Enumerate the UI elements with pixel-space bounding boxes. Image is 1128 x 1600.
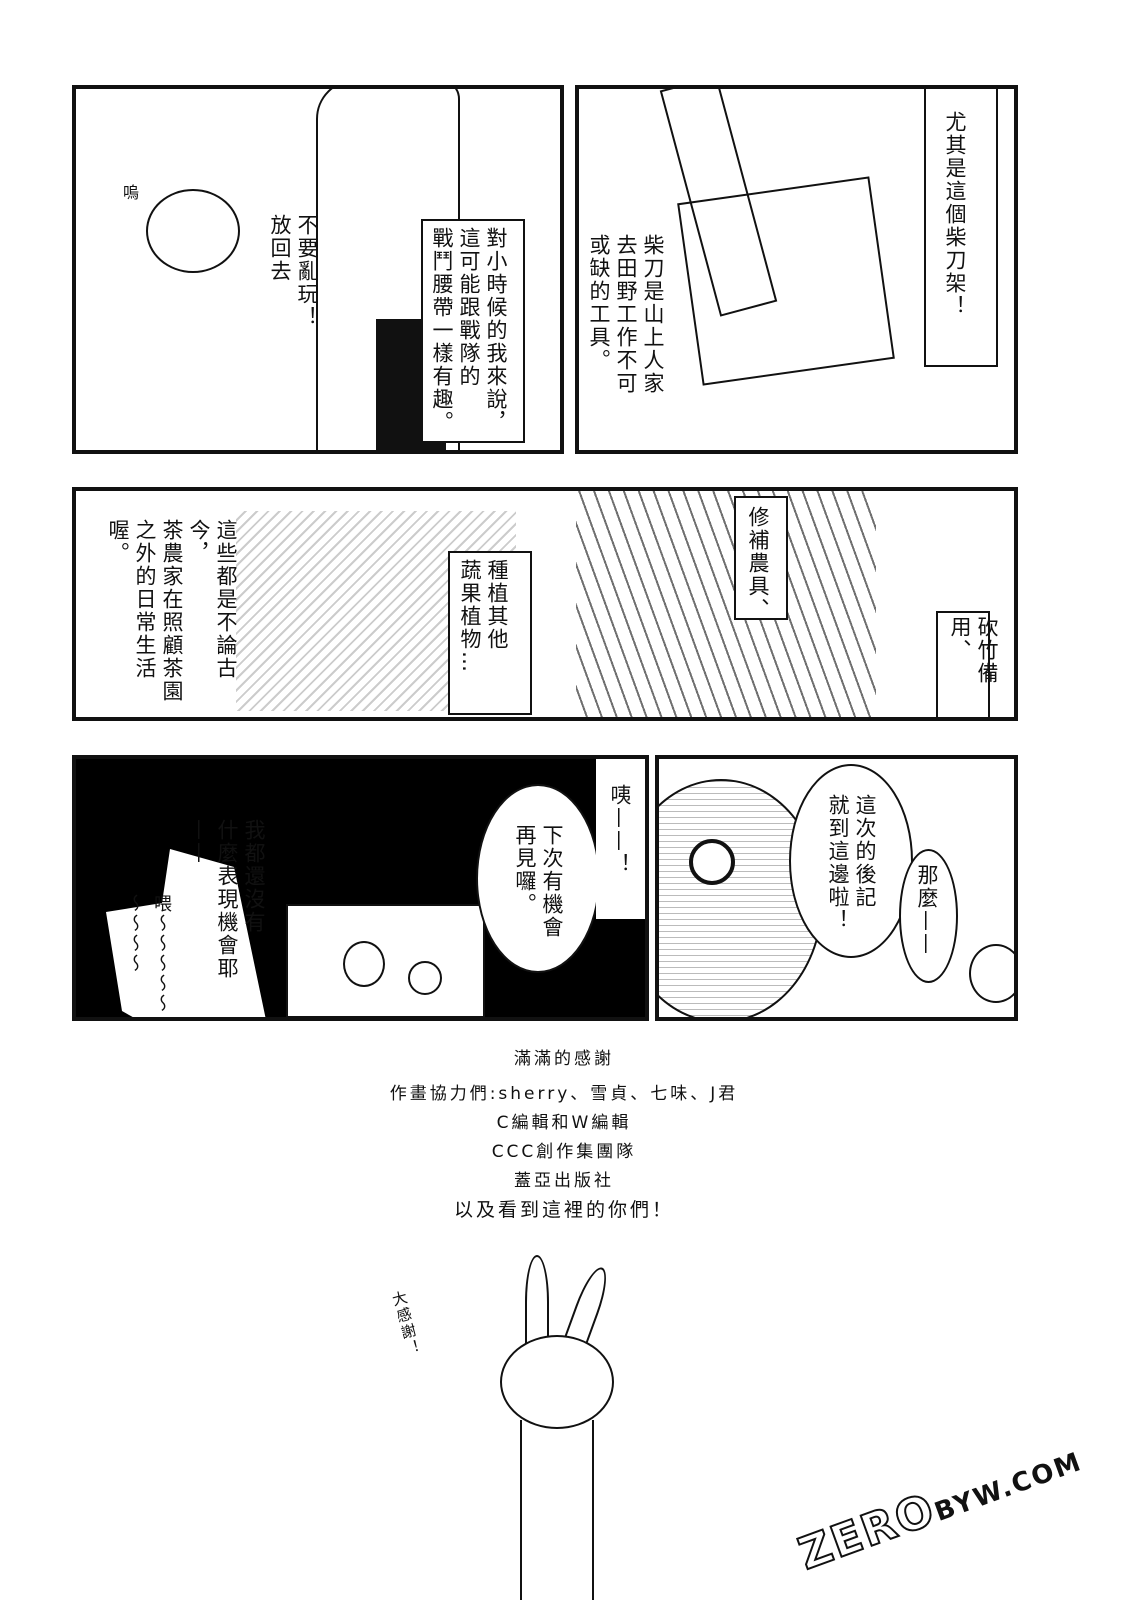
watermark-sub: BYW.COM <box>930 1446 1087 1529</box>
narration-text: 對小時候的我來說， 這可能跟戰隊的 戰鬥腰帶一樣有趣。 <box>430 227 508 434</box>
bear-crying <box>408 961 442 995</box>
rabbit-head <box>500 1335 614 1429</box>
complain-text: 我都還沒有 什麼表現機會耶—— <box>188 819 266 980</box>
caption-text: 尤其是這個柴刀架！ <box>943 111 967 318</box>
rabbit-character <box>146 189 240 273</box>
caption-plants-box <box>448 551 532 715</box>
tools-drawing <box>576 491 876 717</box>
credit-line: CCC創作集團隊 <box>491 1142 637 1162</box>
caption-bamboo-box <box>936 611 990 717</box>
caption-repair: 修補農具、 <box>746 506 770 621</box>
caption-repair-box <box>734 496 788 620</box>
speech-bubble-eh <box>596 759 645 919</box>
caption-plants: 種植其他 蔬果植物… <box>458 559 509 674</box>
panel-rabbit-belt: 嗚 不要亂玩！ 放回去 對小時候的我來說， 這可能跟戰隊的 戰鬥腰帶一樣有趣。 <box>72 85 564 454</box>
thanks-sfx: 大感謝！ <box>388 1288 424 1360</box>
rabbit-body <box>520 1420 594 1600</box>
end-text: 這次的後記 就到這邊啦！ <box>826 794 877 932</box>
eh-text: 咦——！ <box>608 784 632 876</box>
inset-frame <box>286 904 485 1017</box>
bye-text: 下次有機會 再見囉。 <box>513 824 564 939</box>
caption-box <box>924 89 998 367</box>
watermark-main: ZERO <box>791 1483 943 1581</box>
watermark-logo: ZEROBYW.COM <box>791 1431 1088 1581</box>
speech-bubble-well <box>899 849 958 983</box>
panel-goodbye-dark: 我都還沒有 什麼表現機會耶—— 喂～～～～～～～～～ 下次有機會 再見囉。 咦—… <box>72 755 649 1021</box>
credit-line: 蓋亞出版社 <box>514 1171 614 1191</box>
speech-bubble-end <box>789 764 913 958</box>
narration-text: 柴刀是山上人家 去田野工作不可 或缺的工具。 <box>587 234 665 395</box>
rabbit-speech: 不要亂玩！ 放回去 <box>268 214 319 329</box>
narration-box <box>421 219 525 443</box>
credit-line: 以及看到這裡的你們！ <box>453 1199 674 1221</box>
speech-bubble-bye <box>476 784 600 973</box>
caption-bamboo: 砍竹備用、 <box>948 616 999 685</box>
hey-text: 喂～～～～～～～～～ <box>124 894 172 1014</box>
bear-character <box>969 944 1014 1003</box>
sfx-text: 嗚 <box>120 184 139 202</box>
narration-box <box>86 501 206 711</box>
credits-title: 滿滿的感謝 <box>514 1049 614 1069</box>
rabbit-eye <box>689 839 735 885</box>
panel-farm-life: 這些都是不論古今， 茶農家在照顧茶園 之外的日常生活喔。 種植其他 蔬果植物… … <box>72 487 1018 721</box>
credit-line: C編輯和W編輯 <box>496 1113 632 1133</box>
rabbit-waving <box>343 941 385 987</box>
credit-line: 作畫協力們:sherry、雪貞、七味、J君 <box>389 1084 739 1104</box>
panel-ending: 這次的後記 就到這邊啦！ 那麼—— <box>655 755 1018 1021</box>
narration-text: 這些都是不論古今， 茶農家在照顧茶園 之外的日常生活喔。 <box>106 519 238 703</box>
panel-machete-rack: 尤其是這個柴刀架！ 柴刀是山上人家 去田野工作不可 或缺的工具。 <box>575 85 1018 454</box>
credits: 滿滿的感謝 作畫協力們:sherry、雪貞、七味、J君 C編輯和W編輯 CCC創… <box>0 1045 1128 1225</box>
rabbit-thanks-drawing <box>480 1255 620 1600</box>
well-text: 那麼—— <box>915 864 939 956</box>
